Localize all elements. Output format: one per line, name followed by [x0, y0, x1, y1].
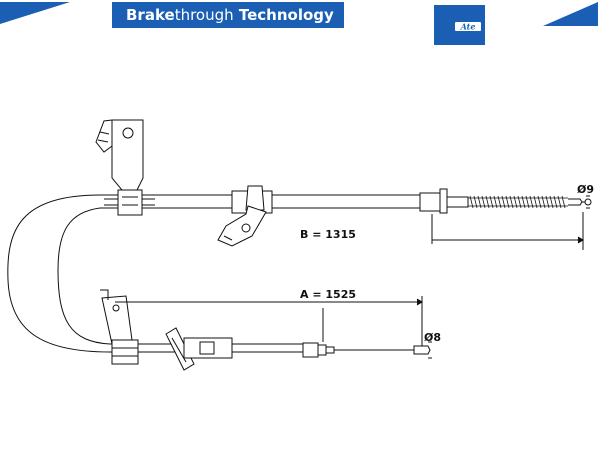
diameter-8-label: Ø8	[424, 331, 441, 344]
lower-end-nipple	[413, 345, 431, 355]
cable-loop-inner	[57, 207, 111, 345]
dim-b-arrow	[577, 236, 584, 244]
upper-spring	[468, 195, 583, 209]
header-band	[0, 2, 598, 26]
upper-mounting-bracket	[95, 119, 155, 216]
brand-title: Brakethrough Technology	[112, 2, 344, 28]
dim-b-label: B = 1315	[300, 228, 356, 241]
middle-clip-bracket	[217, 185, 273, 247]
ate-logo-icon: Ate	[455, 22, 481, 32]
right-blue-triangle	[543, 2, 598, 26]
upper-end-nipple	[584, 198, 592, 206]
lower-end-fitting	[302, 342, 335, 358]
cable-loop-outer	[7, 194, 111, 353]
brand-title-tail: Technology	[233, 6, 334, 24]
diameter-9-leader	[586, 195, 590, 209]
brand-title-light: through	[174, 6, 234, 24]
dim-a-arrow	[416, 298, 423, 306]
ate-logo: Ate	[434, 5, 485, 45]
diameter-8-leader	[428, 341, 432, 359]
dim-a-label: A = 1525	[300, 288, 356, 301]
left-blue-triangle	[0, 2, 70, 24]
lower-clip-bracket	[165, 327, 305, 371]
brand-title-bold: Brake	[126, 6, 175, 24]
diameter-9-label: Ø9	[577, 183, 594, 196]
ate-logo-text: Ate	[460, 22, 476, 32]
lower-mounting-bracket	[100, 289, 139, 365]
upper-end-fitting	[419, 188, 469, 214]
